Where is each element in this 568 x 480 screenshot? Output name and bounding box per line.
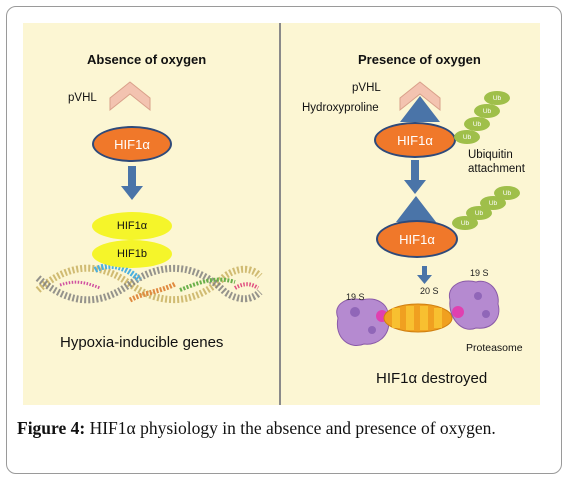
hif1a-box: HIF1α xyxy=(92,212,172,240)
ub-bottom-4: Ub xyxy=(494,186,520,200)
proteasome-shape xyxy=(336,280,500,346)
pvhl-chevron-right xyxy=(399,81,441,112)
hydroxyproline-triangle-bottom xyxy=(396,196,436,222)
presence-title: Presence of oxygen xyxy=(358,52,481,67)
dna-helix xyxy=(35,262,263,304)
pvhl-label-right: pVHL xyxy=(352,82,381,94)
20s-label: 20 S xyxy=(420,286,439,296)
panel-divider xyxy=(279,23,281,405)
caption-text: HIF1α physiology in the absence and pres… xyxy=(85,418,496,438)
ubiquitin-label-line2: attachment xyxy=(468,163,525,175)
ub-bottom-3: Ub xyxy=(480,196,506,210)
ub-top-3: Ub xyxy=(474,104,500,118)
pvhl-chevron-left xyxy=(109,81,151,112)
arrow-shaft-left xyxy=(128,166,136,188)
hif1b-box: HIF1b xyxy=(92,240,172,268)
hif1a-destroyed-label: HIF1α destroyed xyxy=(376,370,488,387)
arrow-head-right xyxy=(404,180,426,194)
hif1a-oval-left: HIF1α xyxy=(92,126,172,162)
hydroxyproline-triangle-top xyxy=(400,96,440,122)
arrow-head-proteasome xyxy=(417,275,432,284)
19s-label-right: 19 S xyxy=(470,268,489,278)
ubiquitin-label-line1: Ubiquitin xyxy=(468,149,513,161)
arrow-shaft-proteasome xyxy=(422,266,427,276)
arrow-shaft-right xyxy=(411,160,419,182)
ub-top-2: Ub xyxy=(464,117,490,131)
caption-label: Figure 4: xyxy=(17,418,86,438)
arrow-head-left xyxy=(121,186,143,200)
absence-title: Absence of oxygen xyxy=(87,52,207,67)
ub-top-4: Ub xyxy=(484,91,510,105)
ub-bottom-1: Ub xyxy=(452,216,478,230)
hydroxyproline-label: Hydroxyproline xyxy=(302,102,379,114)
pvhl-label-left: pVHL xyxy=(68,92,97,104)
19s-label-left: 19 S xyxy=(346,292,365,302)
ub-top-1: Ub xyxy=(454,130,480,144)
figure-caption: Figure 4: HIF1α physiology in the absenc… xyxy=(17,418,496,439)
ub-bottom-2: Ub xyxy=(466,206,492,220)
hif1a-oval-bottom: HIF1α xyxy=(376,220,458,258)
hif1a-oval-top: HIF1α xyxy=(374,122,456,158)
proteasome-label: Proteasome xyxy=(466,342,523,354)
hypoxia-genes-label: Hypoxia-inducible genes xyxy=(60,334,224,351)
